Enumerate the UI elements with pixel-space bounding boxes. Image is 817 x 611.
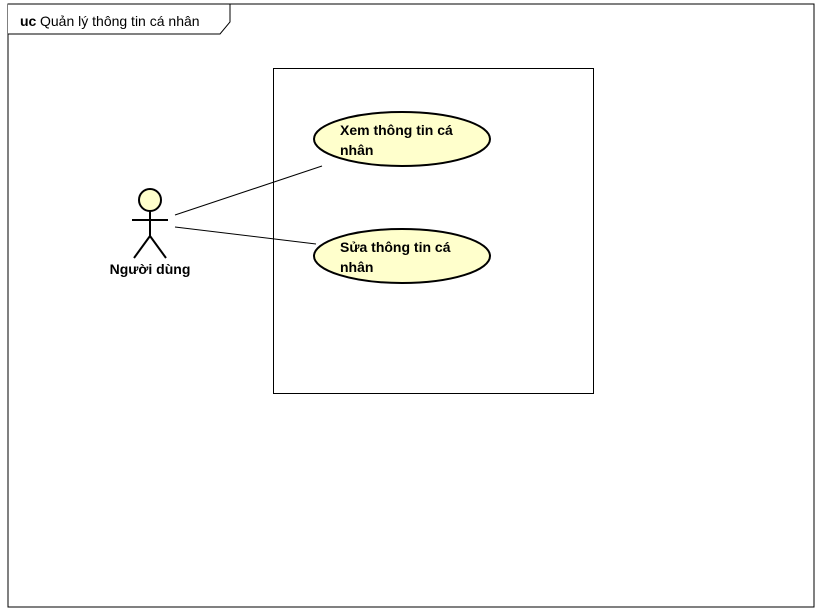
association-line-view [174,165,323,216]
use-case-view-line1: Xem thông tin cá [340,122,453,138]
frame-title: Quản lý thông tin cá nhân [40,13,200,29]
use-case-view-line2: nhân [340,142,373,158]
use-case-edit-line1: Sửa thông tin cá [340,239,451,255]
actor-user[interactable]: Người dùng [110,188,191,277]
frame-name-tab [8,3,231,35]
use-case-edit-personal-info[interactable]: Sửa thông tin cá nhân [313,228,491,284]
use-case-view-ellipse [313,111,491,167]
use-case-view-personal-info[interactable]: Xem thông tin cá nhân [313,111,491,167]
actor-label: Người dùng [110,261,191,277]
actor-left-leg [133,235,151,259]
actor-head [138,188,162,212]
actor-right-leg [149,235,167,259]
use-case-edit-ellipse [313,228,491,284]
association-line-edit [174,226,317,245]
frame-keyword: uc [20,13,37,29]
use-case-edit-line2: nhân [340,259,373,275]
